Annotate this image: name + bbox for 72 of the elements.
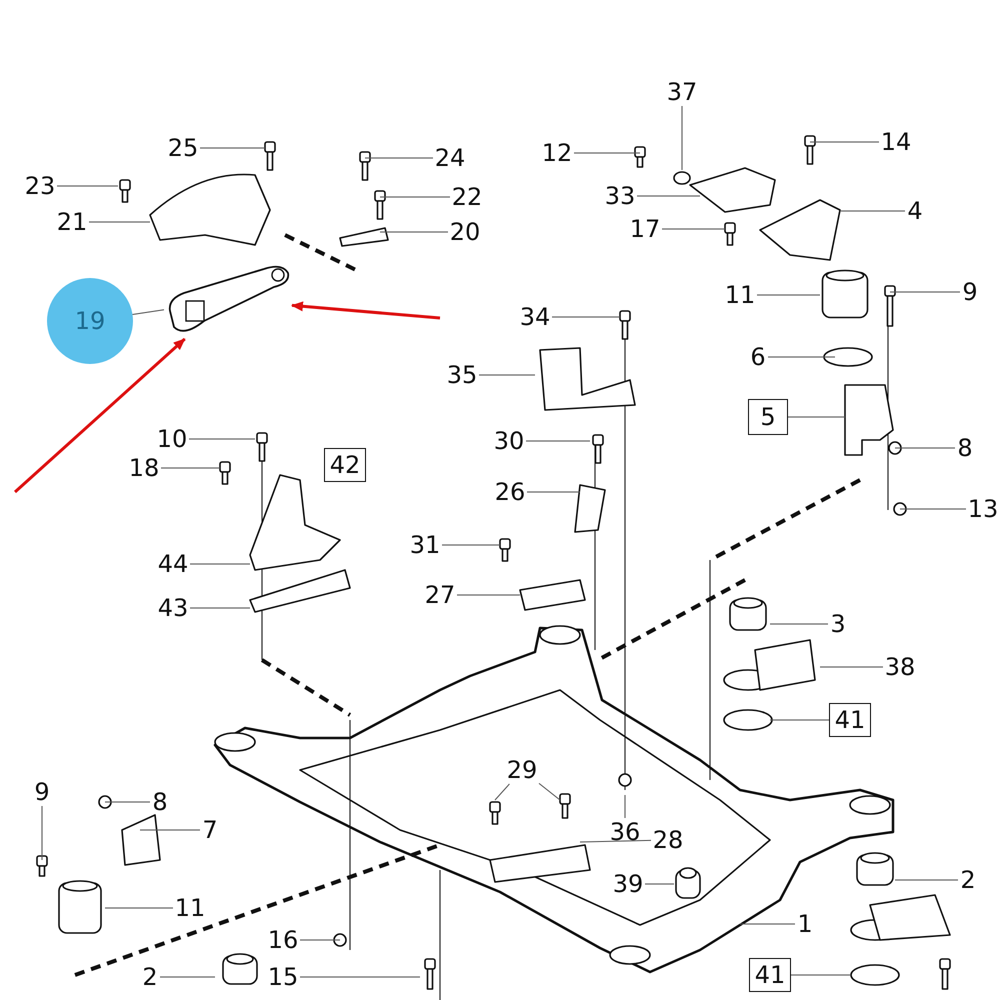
- leader-line: [538, 782, 560, 800]
- callout-number: 15: [266, 963, 300, 991]
- leader-line: [526, 440, 590, 442]
- leader-line: [580, 840, 652, 842]
- callout-number: 43: [156, 594, 190, 622]
- callout-number: 38: [883, 653, 917, 681]
- callout-number: 6: [748, 343, 768, 371]
- callout-number: 18: [127, 454, 161, 482]
- leader-line: [662, 228, 726, 230]
- callout-number: 29: [505, 756, 539, 784]
- callout-number: 2: [140, 963, 160, 991]
- callout-number: 2: [958, 866, 978, 894]
- callout-number: 11: [173, 894, 207, 922]
- callout-number: 13: [966, 495, 1000, 523]
- callout-number: 30: [492, 427, 526, 455]
- boxed-callout-number: 42: [324, 448, 366, 482]
- callout-number: 12: [540, 139, 574, 167]
- arrow: [291, 301, 440, 320]
- leader-line: [552, 316, 620, 318]
- leader-line: [840, 210, 906, 212]
- boxed-callout-number: 5: [748, 399, 788, 435]
- callout-number: 16: [266, 926, 300, 954]
- callout-number: 44: [156, 550, 190, 578]
- leader-line: [574, 152, 640, 154]
- callout-number: 8: [955, 434, 975, 462]
- callout-number: 21: [55, 208, 89, 236]
- leader-line: [456, 594, 520, 596]
- leader-line: [380, 196, 450, 198]
- callout-number: 25: [166, 134, 200, 162]
- callout-number: 1: [795, 910, 815, 938]
- callout-number: 23: [23, 172, 57, 200]
- callout-number: 36: [608, 818, 642, 846]
- callout-number: 27: [423, 581, 457, 609]
- callout-number: 31: [408, 531, 442, 559]
- leader-line: [188, 438, 256, 440]
- callout-number: 17: [628, 215, 662, 243]
- callout-number: 39: [611, 870, 645, 898]
- leader-line: [300, 976, 420, 978]
- callout-number: 26: [493, 478, 527, 506]
- leader-line: [790, 974, 850, 976]
- leader-line: [494, 784, 510, 800]
- callout-number: 9: [960, 278, 980, 306]
- callout-number: 10: [155, 425, 189, 453]
- callout-number: 35: [445, 361, 479, 389]
- leader-line: [442, 544, 500, 546]
- callout-number: 11: [723, 281, 757, 309]
- callout-number: 28: [651, 826, 685, 854]
- boxed-callout-number: 41: [749, 958, 791, 992]
- arrow: [14, 338, 186, 494]
- callout-number: 14: [879, 128, 913, 156]
- leader-line: [478, 374, 536, 376]
- leader-line: [756, 294, 820, 296]
- leader-line: [820, 666, 884, 668]
- highlighted-callout-number: 19: [47, 278, 133, 364]
- leader-line: [788, 416, 846, 418]
- leader-line: [768, 356, 836, 358]
- callout-number: 3: [828, 610, 848, 638]
- callout-number: 9: [32, 778, 52, 806]
- leader-line: [160, 976, 216, 978]
- callout-number: 20: [448, 218, 482, 246]
- callout-number: 37: [665, 78, 699, 106]
- leader-line: [132, 309, 164, 315]
- callout-number: 4: [905, 197, 925, 225]
- boxed-callout-number: 41: [829, 703, 871, 737]
- callout-number: 7: [200, 816, 220, 844]
- callout-number: 34: [518, 303, 552, 331]
- callout-number: 24: [433, 144, 467, 172]
- leader-line: [624, 794, 626, 818]
- callout-number: 22: [450, 183, 484, 211]
- callout-number: 33: [603, 182, 637, 210]
- leader-line: [900, 508, 966, 510]
- callout-number: 8: [150, 788, 170, 816]
